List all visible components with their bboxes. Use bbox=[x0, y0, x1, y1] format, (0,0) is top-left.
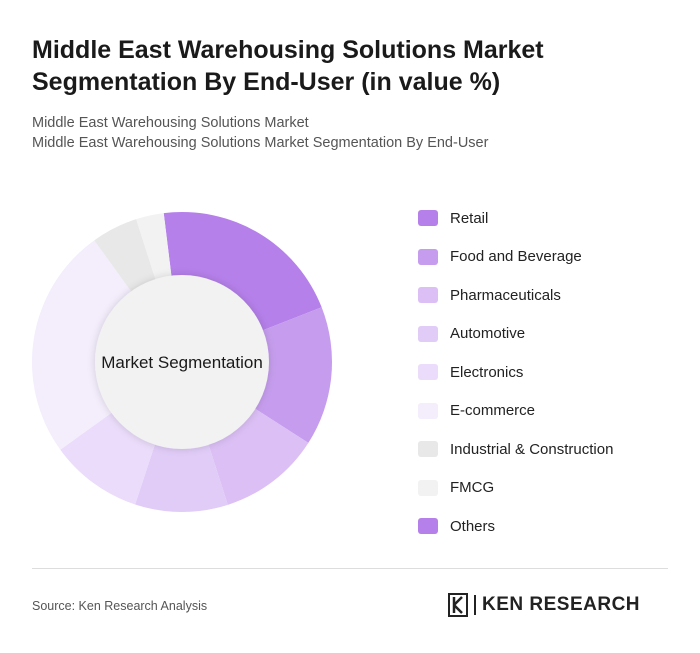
legend-item: FMCG bbox=[418, 469, 613, 508]
center-label: Market Segmentation bbox=[101, 353, 263, 372]
legend-swatch bbox=[418, 402, 438, 419]
source-note: Source: Ken Research Analysis bbox=[32, 599, 208, 613]
legend-item: Automotive bbox=[418, 315, 613, 354]
subtitle-line-2: Middle East Warehousing Solutions Market… bbox=[32, 135, 489, 151]
legend-item: E-commerce bbox=[418, 392, 613, 431]
donut-chart: Market Segmentation bbox=[32, 212, 332, 512]
divider bbox=[32, 568, 668, 569]
legend-item: Pharmaceuticals bbox=[418, 276, 613, 315]
legend-item: Industrial & Construction bbox=[418, 430, 613, 469]
subtitle-line-1: Middle East Warehousing Solutions Market bbox=[32, 115, 309, 131]
legend-swatch bbox=[418, 518, 438, 535]
legend-label: Food and Beverage bbox=[450, 248, 582, 266]
legend-label: Pharmaceuticals bbox=[450, 286, 561, 304]
legend-swatch bbox=[418, 287, 438, 304]
legend-label: E-commerce bbox=[450, 402, 536, 420]
legend-label: Electronics bbox=[450, 363, 524, 381]
legend-item: Electronics bbox=[418, 353, 613, 392]
legend-label: Retail bbox=[450, 209, 489, 227]
donut-center bbox=[95, 275, 269, 449]
legend-swatch bbox=[418, 325, 438, 342]
legend-item: Retail bbox=[418, 199, 613, 238]
logo-separator bbox=[474, 595, 476, 615]
legend-swatch bbox=[418, 210, 438, 227]
legend-label: Others bbox=[450, 517, 496, 535]
chart-title: Middle East Warehousing Solutions Market… bbox=[32, 36, 544, 96]
legend-swatch bbox=[418, 364, 438, 381]
logo-icon bbox=[448, 593, 468, 617]
legend-label: FMCG bbox=[450, 479, 495, 497]
legend-item: Food and Beverage bbox=[418, 238, 613, 277]
legend-item: Others bbox=[418, 507, 613, 546]
legend-label: Industrial & Construction bbox=[450, 440, 614, 458]
legend-swatch bbox=[418, 248, 438, 265]
logo-text: KEN RESEARCH bbox=[482, 594, 641, 615]
ken-research-logo: KEN RESEARCH bbox=[448, 593, 640, 617]
legend-swatch bbox=[418, 479, 438, 496]
legend-swatch bbox=[418, 441, 438, 458]
legend-label: Automotive bbox=[450, 325, 526, 343]
